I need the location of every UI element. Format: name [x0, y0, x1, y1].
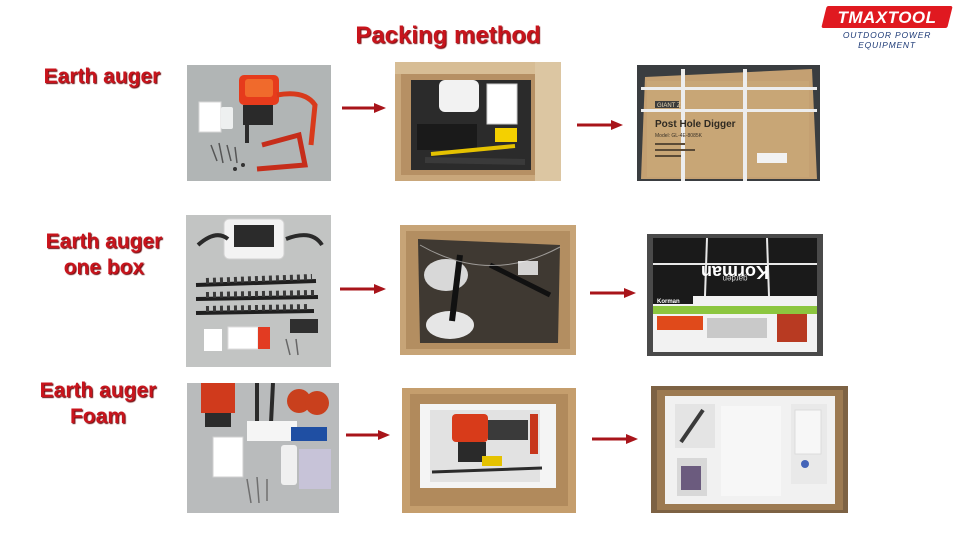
- row-label-line: Foam: [69, 405, 126, 428]
- photo-foam-insert: [651, 386, 848, 513]
- arrow-right-icon: [577, 120, 623, 130]
- photo-foam-accessories: [187, 383, 339, 513]
- row-label-line: Earth auger: [39, 379, 157, 402]
- row-label-line: one box: [63, 256, 145, 279]
- slide-title: Packing method: [355, 22, 541, 49]
- arrow-right-icon: [342, 103, 386, 113]
- logo-tagline: OUTDOOR POWER EQUIPMENT: [842, 30, 932, 50]
- logo-name: TMAXTOOL: [837, 8, 937, 27]
- arrow-right-icon: [340, 284, 386, 294]
- arrow-right-icon: [590, 288, 636, 298]
- box-side-brand: Korman: [657, 299, 680, 305]
- photo-earth-auger-carton: [395, 62, 561, 181]
- arrow-right-icon: [592, 434, 638, 444]
- photo-one-box-carton: [400, 225, 576, 355]
- photo-earth-auger-parts: [187, 65, 331, 181]
- row-label-earth-auger: Earth auger: [30, 64, 174, 90]
- photo-earth-auger-sealed-box: GIANT Z Post Hole Digger Model: GL-4E-80…: [637, 65, 820, 181]
- row-label-earth-auger-foam: Earth auger Foam: [26, 378, 170, 430]
- box-brand-text: GIANT Z: [657, 103, 681, 109]
- box-brand-upside-down: Korman: [701, 262, 769, 282]
- photo-one-box-parts: [186, 215, 331, 367]
- brand-logo: TMAXTOOL OUTDOOR POWER EQUIPMENT: [821, 6, 953, 50]
- photo-one-box-retail-box: Korman garden Korman: [647, 234, 823, 356]
- row-label-line: Earth auger: [43, 65, 161, 88]
- box-model-text: Model: GL-4E-8085K: [655, 133, 703, 139]
- photo-foam-engine-in-box: [402, 388, 576, 513]
- box-product-text: Post Hole Digger: [655, 119, 736, 130]
- row-label-earth-auger-one-box: Earth auger one box: [30, 229, 178, 281]
- arrow-right-icon: [346, 430, 390, 440]
- box-subbrand-text: garden: [723, 274, 748, 283]
- row-label-line: Earth auger: [45, 230, 163, 253]
